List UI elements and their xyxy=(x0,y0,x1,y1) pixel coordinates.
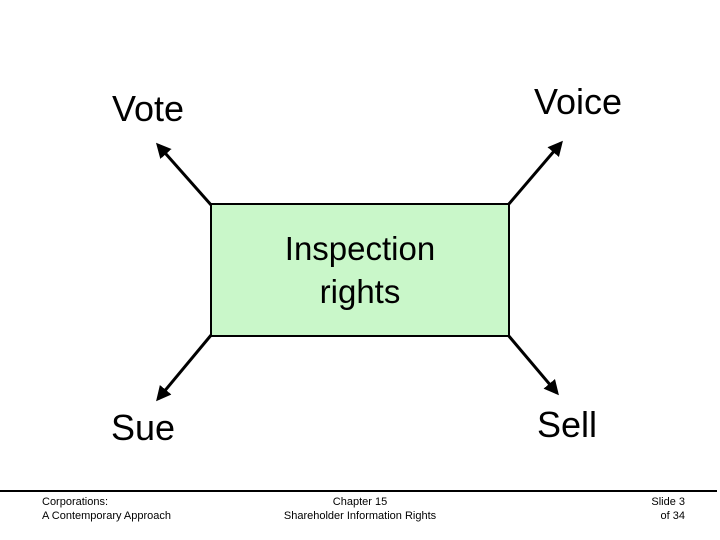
label-sell: Sell xyxy=(537,404,598,445)
footer-right-line2: of 34 xyxy=(660,510,685,522)
label-vote: Vote xyxy=(112,88,185,129)
footer-center-line2: Shareholder Information Rights xyxy=(283,510,437,522)
footer-left-line1: Corporations: xyxy=(42,496,109,508)
box-text-line2: rights xyxy=(319,273,401,310)
arrow-to-sue xyxy=(156,333,214,402)
arrow-to-sell xyxy=(506,334,559,396)
box-text-line1: Inspection xyxy=(284,230,436,267)
footer-center-line1: Chapter 15 xyxy=(332,496,388,508)
inspection-rights-box: Inspection rights xyxy=(210,203,510,337)
label-voice: Voice xyxy=(534,81,623,122)
footer-slide-number: Slide 3 of 34 xyxy=(651,495,685,523)
footer-left-line2: A Contemporary Approach xyxy=(42,510,172,522)
footer-divider xyxy=(0,490,717,492)
label-sue: Sue xyxy=(111,407,176,448)
arrow-to-vote xyxy=(156,142,214,207)
footer-center: Chapter 15 Shareholder Information Right… xyxy=(0,495,720,523)
arrow-to-voice xyxy=(506,140,563,206)
footer-left: Corporations: A Contemporary Approach xyxy=(42,495,171,523)
footer-right-line1: Slide 3 xyxy=(651,496,685,508)
